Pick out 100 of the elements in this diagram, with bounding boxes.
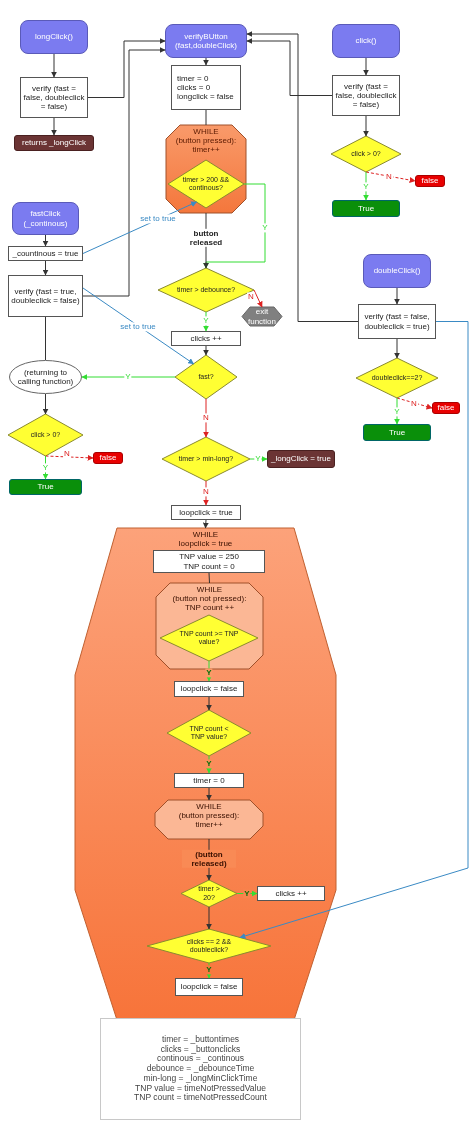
note-box: [100, 1018, 301, 1120]
arrow: [45, 454, 94, 461]
edge-label: Y: [124, 372, 132, 382]
process-box: [171, 65, 241, 110]
node-text: verify (fast = false, doubleclick = false): [22, 83, 86, 112]
process-box: [153, 550, 265, 573]
node-text: false: [437, 403, 455, 413]
edge-label: Y: [205, 668, 213, 678]
node-text: True: [37, 482, 54, 492]
edge-label: Y: [362, 182, 370, 192]
node-text: WHILE: [192, 530, 219, 540]
node-text: false: [99, 453, 117, 463]
edge-label: Y: [202, 316, 210, 326]
edge-label: N: [410, 399, 418, 409]
arrow: [82, 287, 195, 365]
process-box: [174, 681, 244, 697]
decision-diamond: [175, 355, 237, 399]
node-text: True: [388, 427, 406, 438]
node-text: verifyBUtton (fast,doubleClick): [174, 31, 238, 51]
function-box: [363, 254, 431, 288]
function-box: [20, 20, 88, 54]
edge-label: N: [63, 449, 71, 459]
note-text: TNP value = timeNotPressedValue: [135, 1083, 266, 1093]
edge-label: N: [202, 413, 210, 423]
note-text: continous = _continous: [156, 1054, 245, 1065]
arrow: [206, 696, 212, 711]
node-text: clicks ++: [275, 888, 307, 899]
arrow: [394, 287, 400, 305]
node-text: (returning to calling function): [16, 367, 75, 387]
node-text: exit function: [247, 307, 277, 326]
process-box: [8, 246, 83, 261]
node-text: click(): [355, 36, 377, 46]
note-text: clicks = _buttonclicks: [160, 1044, 241, 1055]
node-text: (button not pressed):: [172, 594, 247, 604]
decision-diamond: [158, 268, 254, 312]
arrow: [42, 260, 49, 276]
process-box: [332, 75, 400, 116]
node-text: WHILE: [196, 585, 223, 595]
node-text: timer++: [192, 145, 220, 155]
arrow: [246, 31, 359, 322]
decision-diamond: [8, 414, 83, 456]
arrow: [87, 38, 166, 98]
node-text: false: [421, 176, 439, 186]
node-text: longClick(): [35, 32, 73, 42]
node-text: loopclick = false: [180, 982, 238, 992]
false-box: [415, 175, 445, 187]
node-text: clicks = 0: [177, 82, 211, 93]
node-text: clicks ++: [190, 333, 222, 344]
edge-label: N: [202, 487, 210, 497]
arrow: [394, 397, 400, 425]
node-text: doubleClick(): [373, 266, 421, 276]
arrow: [363, 57, 369, 76]
edge-label: set to true: [139, 214, 177, 224]
arrow: [206, 787, 212, 801]
edge-label: Y: [243, 888, 251, 899]
note-text: debounce = _debounceTime: [146, 1064, 255, 1074]
edge-label: Y: [261, 223, 269, 233]
arrow: [81, 374, 176, 380]
edge-label: N: [385, 172, 393, 182]
arrow: [394, 338, 400, 359]
arrow: [42, 234, 49, 247]
process-box: [358, 304, 436, 339]
edge-label: set to true: [119, 322, 157, 332]
arrow: [396, 397, 433, 410]
true-box: [332, 200, 400, 217]
decision-diamond: [168, 160, 244, 208]
decision-diamond: [162, 437, 250, 481]
return-box: [267, 450, 335, 468]
decision-diamond: [160, 615, 258, 661]
arrow: [203, 57, 209, 66]
node-text: True: [357, 203, 375, 214]
node-text: timer = 0: [193, 775, 225, 786]
decision-diamond: [147, 929, 271, 963]
note-text: timer = _buttontimes: [161, 1034, 240, 1045]
node-text: fastClick (_continous): [22, 209, 69, 228]
arrow: [202, 519, 209, 529]
note-text: min-long = _longMinClickTime: [143, 1073, 258, 1084]
terminal-ellipse: [9, 360, 82, 394]
node-text: longclick = false: [177, 92, 234, 102]
true-box: [9, 479, 82, 495]
node-text: (button pressed):: [175, 136, 237, 146]
edge-label: Y: [254, 454, 262, 464]
arrow: [203, 398, 209, 438]
process-box: [257, 886, 325, 901]
node-text: verify (fast = false, doubleclick = true): [363, 312, 431, 331]
loop-octagon: [156, 583, 263, 669]
node-text: loopclick = true: [178, 539, 233, 549]
decision-diamond: [356, 358, 438, 398]
arrow: [239, 321, 469, 939]
arrow: [203, 345, 209, 356]
node-text: (button pressed):: [178, 811, 240, 821]
exit-hexagon: [242, 307, 282, 326]
process-box: [171, 505, 241, 520]
node-text: TNP count ++: [184, 603, 235, 613]
process-box: [8, 275, 83, 317]
node-text: WHILE: [193, 127, 219, 137]
return-box: [14, 135, 94, 151]
loop-octagon: [75, 528, 336, 1020]
function-box: [12, 202, 79, 235]
edge-label: N: [247, 292, 255, 302]
